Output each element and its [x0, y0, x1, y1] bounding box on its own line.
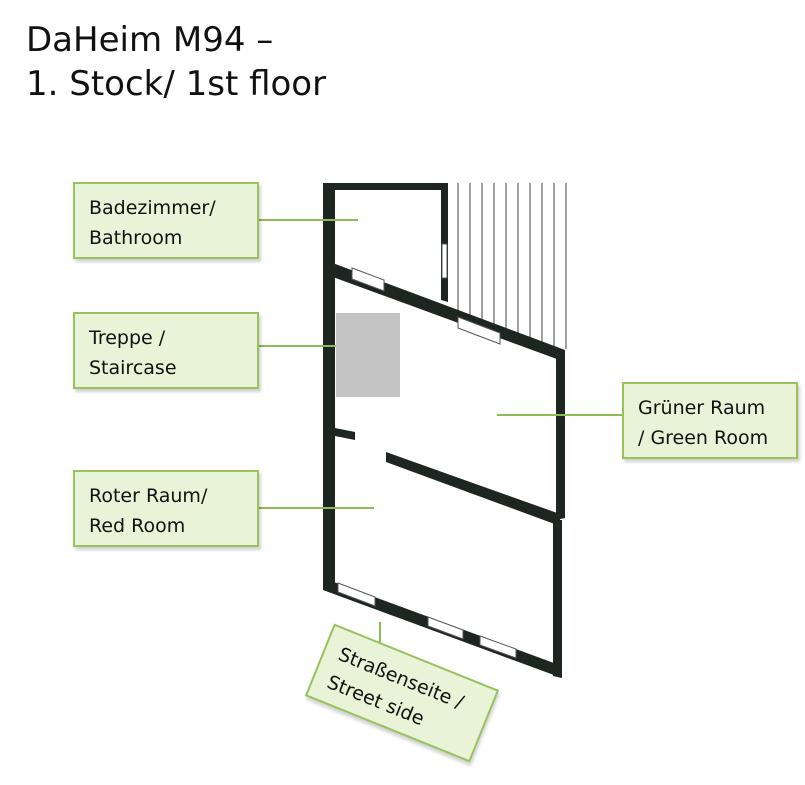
hatched-area — [457, 183, 567, 349]
bathroom-label: Badezimmer/ Bathroom — [73, 182, 259, 259]
page-title: DaHeim M94 – 1. Stock/ 1st floor — [26, 20, 327, 104]
bathroom-window — [441, 243, 448, 279]
red-room-label: Roter Raum/ Red Room — [73, 470, 259, 547]
walls — [323, 183, 565, 678]
green-room-label: Grüner Raum / Green Room — [622, 382, 798, 459]
staircase-label: Treppe / Staircase — [73, 312, 259, 389]
leader-lines — [259, 219, 622, 650]
staircase-block — [336, 313, 400, 397]
windows — [337, 267, 517, 659]
